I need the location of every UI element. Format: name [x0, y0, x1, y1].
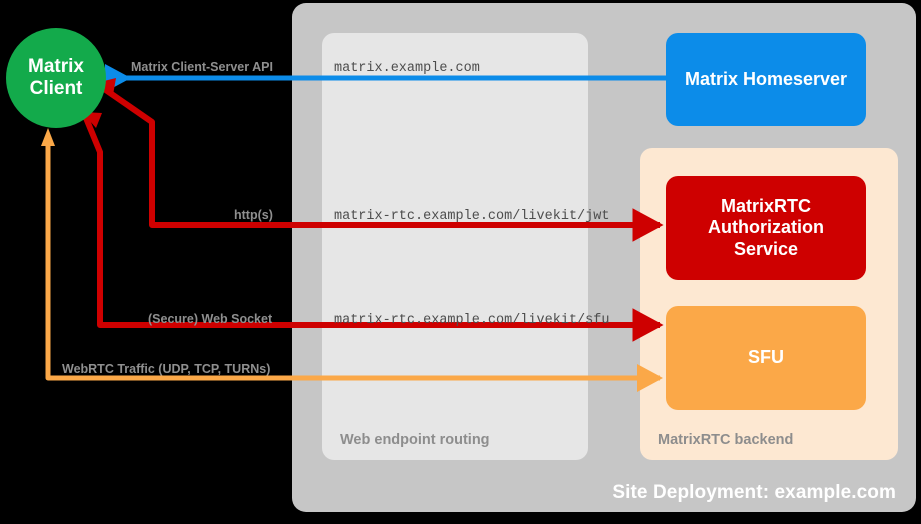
matrix-client-label-line1: Matrix	[28, 56, 84, 78]
connection-label-webrtc: WebRTC Traffic (UDP, TCP, TURNs)	[62, 362, 271, 376]
web-endpoint-routing-container: Web endpoint routing	[322, 33, 588, 460]
auth-service-label-line2: Authorization	[708, 217, 824, 238]
node-matrixrtc-authorization-service[interactable]: MatrixRTC Authorization Service	[666, 176, 866, 280]
wire-https	[96, 78, 664, 242]
sfu-label: SFU	[748, 347, 784, 368]
endpoint-livekit-jwt: matrix-rtc.example.com/livekit/jwt	[334, 209, 610, 224]
wire-web-socket	[82, 112, 664, 342]
web-endpoint-routing-label: Web endpoint routing	[340, 432, 490, 448]
endpoint-livekit-sfu: matrix-rtc.example.com/livekit/sfu	[334, 313, 610, 328]
node-sfu[interactable]: SFU	[666, 306, 866, 410]
connection-label-web-socket: (Secure) Web Socket	[148, 312, 273, 326]
wire-webrtc	[41, 128, 664, 392]
site-deployment-label: Site Deployment: example.com	[612, 482, 896, 503]
auth-service-label-line1: MatrixRTC	[720, 195, 811, 216]
node-matrix-client[interactable]: Matrix Client	[6, 28, 106, 128]
matrix-homeserver-label: Matrix Homeserver	[684, 68, 848, 89]
matrixrtc-backend-label: MatrixRTC backend	[658, 432, 794, 448]
matrix-client-label-line2: Client	[29, 78, 83, 99]
connection-label-https: http(s)	[234, 208, 273, 222]
node-matrix-homeserver[interactable]: Matrix Homeserver	[666, 33, 866, 126]
connection-label-cs-api: Matrix Client-Server API	[131, 60, 273, 74]
endpoint-matrix-host: matrix.example.com	[334, 61, 480, 76]
auth-service-label-line3: Service	[733, 238, 799, 259]
